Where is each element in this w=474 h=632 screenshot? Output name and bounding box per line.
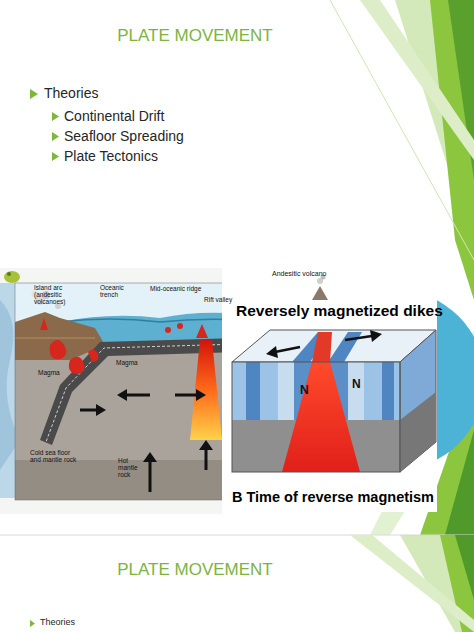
diagram-label: Island arc (andesitic volcanoes) — [34, 285, 90, 305]
diagram-label: Magma — [116, 360, 138, 367]
diagram-heading: Reversely magnetized dikes — [236, 303, 443, 319]
diagram-label: Mid-oceanic ridge — [150, 286, 220, 293]
polarity-label: N — [300, 384, 309, 397]
diagram-label: Magma — [38, 370, 60, 377]
diagram-label: Oceanic trench — [100, 285, 136, 299]
polarity-label: N — [352, 378, 361, 391]
slide-title: PLATE MOVEMENT — [0, 561, 390, 579]
slide-title: PLATE MOVEMENT — [0, 27, 390, 45]
bullet-text: Theories — [40, 618, 75, 627]
figure-caption: B Time of reverse magnetism — [232, 490, 434, 505]
diagram-label: Rift valley — [204, 297, 240, 304]
diagram-label: Hot mantle rock — [118, 458, 148, 478]
diagram-label: Andesitic volcano — [272, 270, 326, 277]
bullet-text: Continental Drift — [64, 109, 164, 124]
bullet-text: Plate Tectonics — [64, 149, 158, 164]
bullet-text: Theories — [44, 86, 98, 101]
diagram-label: Cold sea floor and mantle rock — [30, 450, 82, 464]
bullet-text: Seafloor Spreading — [64, 129, 184, 144]
